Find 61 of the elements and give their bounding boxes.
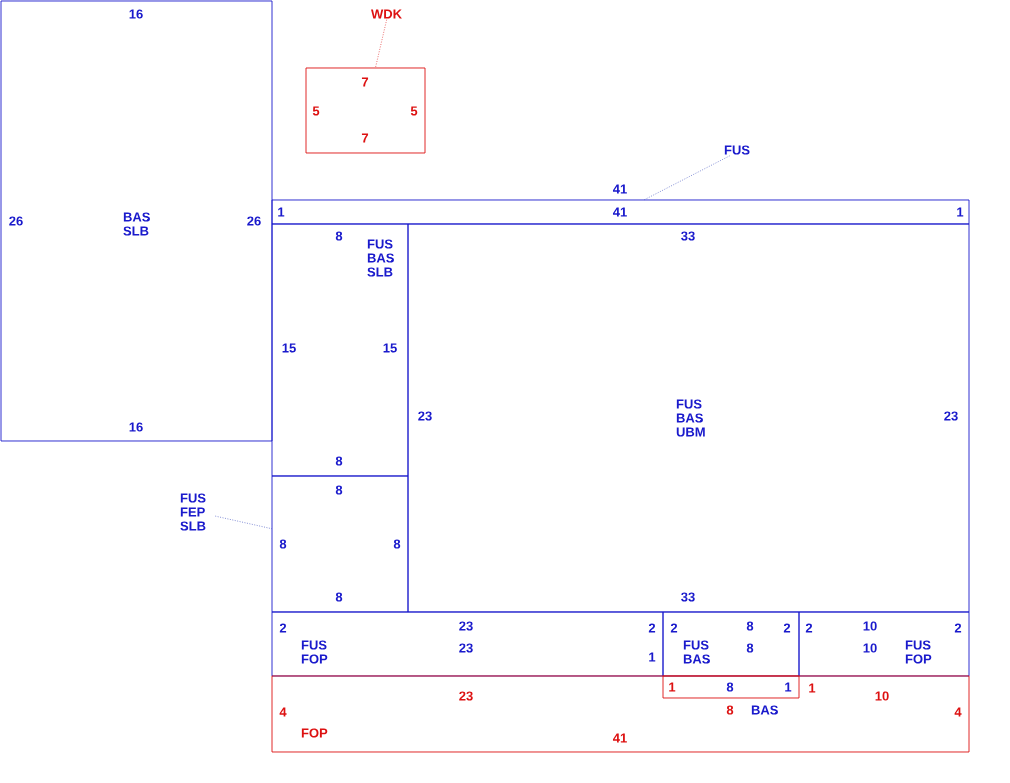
dimension-number: 16 (129, 422, 143, 432)
leader-line (643, 155, 731, 201)
dimension-number: 16 (129, 9, 143, 19)
dimension-number: 2 (783, 623, 791, 633)
dimension-number: 8 (335, 456, 343, 466)
callout-label: FUS FEP SLB (180, 493, 206, 531)
dimension-number: 1 (957, 207, 964, 217)
dimension-number: 1 (278, 207, 285, 217)
dimension-number: 2 (954, 623, 962, 633)
dimension-number: 23 (459, 621, 473, 631)
dimension-number: 23 (459, 691, 473, 701)
dimension-number: 41 (613, 207, 627, 217)
leader-line (375, 19, 387, 69)
dimension-number: 8 (279, 539, 287, 549)
dimension-number: 10 (863, 643, 877, 653)
dimension-number: 2 (670, 623, 678, 633)
dimension-number: 8 (335, 592, 343, 602)
dimension-number: 23 (459, 643, 473, 653)
dimension-number: 2 (805, 623, 813, 633)
callout-label: WDK (371, 9, 402, 19)
room-code: FUS BAS SLB (367, 239, 394, 277)
dimension-number: 8 (335, 231, 343, 241)
dimension-number: 1 (649, 652, 656, 662)
room-code: FUS FOP (301, 640, 328, 664)
room-code: FOP (301, 728, 328, 738)
room-code: FUS BAS UBM (676, 399, 705, 437)
room-code: FUS FOP (905, 640, 932, 664)
dimension-number: 26 (9, 216, 23, 226)
room-code: BAS (751, 705, 778, 715)
dimension-number: 2 (279, 623, 287, 633)
dimension-number: 33 (681, 231, 695, 241)
dimension-number: 8 (393, 539, 401, 549)
dimension-number: 15 (282, 343, 296, 353)
dimension-number: 33 (681, 592, 695, 602)
dimension-number: 7 (361, 133, 369, 143)
dimension-number: 41 (613, 184, 627, 194)
dimension-number: 5 (410, 106, 418, 116)
dimension-number: 1 (809, 683, 816, 693)
dimension-number: 4 (279, 707, 287, 717)
dimension-number: 10 (863, 621, 877, 631)
dimension-number: 8 (726, 682, 734, 692)
leader-line (214, 515, 273, 530)
callout-label: FUS (724, 145, 750, 155)
dimension-number: 26 (247, 216, 261, 226)
dimension-number: 7 (361, 77, 369, 87)
dimension-number: 15 (383, 343, 397, 353)
dimension-number: 23 (944, 411, 958, 421)
room-code: FUS BAS (683, 640, 710, 664)
dimension-number: 8 (335, 485, 343, 495)
dimension-number: 41 (613, 733, 627, 743)
dimension-number: 4 (954, 707, 962, 717)
dimension-number: 8 (746, 621, 754, 631)
room-code: BAS SLB (123, 212, 150, 236)
dimension-number: 1 (669, 682, 676, 692)
dimension-number: 8 (726, 705, 734, 715)
dimension-number: 10 (875, 691, 889, 701)
dimension-number: 23 (418, 411, 432, 421)
dimension-number: 8 (746, 643, 754, 653)
dimension-number: 2 (648, 623, 656, 633)
dimension-number: 5 (312, 106, 320, 116)
dimension-number: 1 (785, 682, 792, 692)
